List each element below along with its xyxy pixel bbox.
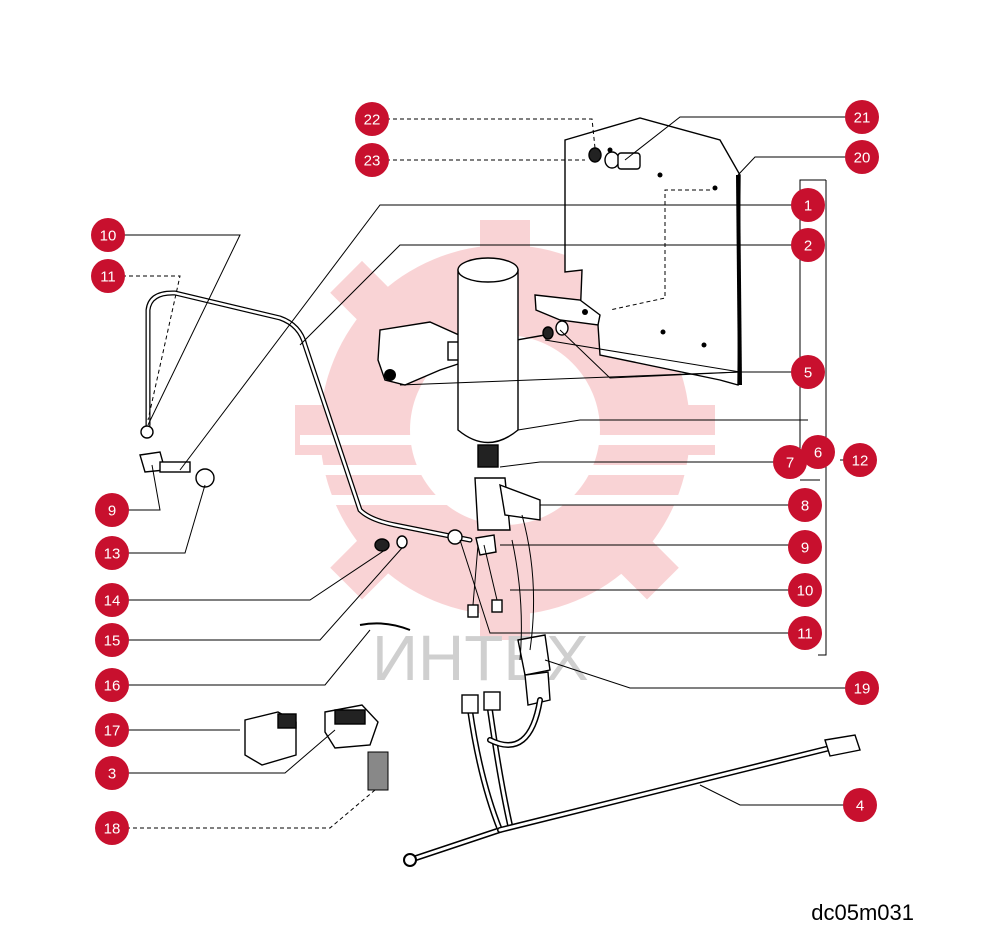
small-wire: [359, 622, 411, 631]
callout-circle: [355, 102, 389, 136]
callout-circle: [843, 443, 877, 477]
callout-number: 14: [104, 593, 121, 610]
callout-7: 7: [773, 445, 807, 479]
callout-circle: [845, 100, 879, 134]
callout-number: 8: [801, 498, 809, 515]
callout-18: 18: [95, 811, 129, 845]
callout-circle: [91, 259, 125, 293]
callout-circle: [773, 445, 807, 479]
callout-number: 16: [104, 678, 121, 695]
callout-circle: [95, 623, 129, 657]
callout-number: 19: [854, 681, 871, 698]
callout-circle: [95, 668, 129, 702]
callout-circle: [791, 355, 825, 389]
callout-number: 22: [364, 112, 381, 129]
callout-19: 19: [845, 671, 879, 705]
watermark-text: ИНТЕХ: [372, 622, 589, 694]
callout-5: 5: [791, 355, 825, 389]
callout-circle: [95, 713, 129, 747]
callout-number: 1: [804, 198, 812, 215]
callout-circle: [355, 143, 389, 177]
callout-number: 10: [100, 228, 117, 245]
bolt-and-washers: [588, 147, 641, 170]
upper-bracket: [534, 294, 601, 326]
callout-20: 20: [845, 140, 879, 174]
rocker-switch: [324, 704, 379, 749]
callout-4: 4: [843, 788, 877, 822]
callout-13: 13: [95, 536, 129, 570]
callout-number: 21: [854, 110, 871, 127]
callout-circle: [845, 140, 879, 174]
callout-circle: [801, 435, 835, 469]
callout-1: 1: [791, 188, 825, 222]
callout-2: 2: [791, 228, 825, 262]
callout-circle: [791, 188, 825, 222]
callout-number: 13: [104, 546, 121, 563]
callout-number: 17: [104, 723, 121, 740]
callout-10a: 10: [91, 218, 125, 252]
label-sticker: [367, 751, 389, 791]
callout-circle: [95, 811, 129, 845]
callout-12: 12: [843, 443, 877, 477]
connector-plug: [517, 634, 551, 706]
leader-lines: [108, 116, 862, 829]
callout-6: 6: [801, 435, 835, 469]
callout-number: 15: [104, 633, 121, 650]
callout-23: 23: [355, 143, 389, 177]
callout-circle: [95, 536, 129, 570]
left-fittings: [139, 425, 215, 488]
callout-circle: [95, 756, 129, 790]
callout-circle: [788, 573, 822, 607]
callout-number: 12: [852, 453, 869, 470]
figure-code: dc05m031: [811, 900, 914, 925]
callout-circle: [843, 788, 877, 822]
callout-22: 22: [355, 102, 389, 136]
mounting-plate: [564, 117, 742, 386]
callout-10b: 10: [788, 573, 822, 607]
callout-circle: [788, 616, 822, 650]
callout-circle: [791, 228, 825, 262]
callout-17: 17: [95, 713, 129, 747]
callout-number: 11: [797, 626, 813, 643]
callout-number: 9: [801, 540, 809, 557]
callout-15: 15: [95, 623, 129, 657]
callout-number: 11: [100, 269, 116, 286]
callout-number: 10: [797, 583, 814, 600]
callout-14: 14: [95, 583, 129, 617]
callout-11a: 11: [91, 259, 125, 293]
callout-number: 2: [804, 238, 812, 255]
callout-number: 7: [786, 455, 794, 472]
middle-fittings: [374, 529, 503, 618]
callout-9b: 9: [788, 530, 822, 564]
callout-number: 9: [108, 503, 116, 520]
callout-circle: [845, 671, 879, 705]
callout-8: 8: [788, 488, 822, 522]
callout-circle: [95, 493, 129, 527]
callout-circle: [95, 583, 129, 617]
callout-number: 20: [854, 150, 871, 167]
fuel-filter-canister: [457, 257, 541, 531]
relay: [244, 711, 297, 766]
callout-number: 6: [814, 445, 822, 462]
callout-number: 18: [104, 821, 121, 838]
callout-number: 5: [804, 365, 812, 382]
callout-3: 3: [95, 756, 129, 790]
callout-16: 16: [95, 668, 129, 702]
callout-number: 23: [364, 153, 381, 170]
callout-circle: [788, 488, 822, 522]
callout-21: 21: [845, 100, 879, 134]
callout-circle: [788, 530, 822, 564]
callout-number: 3: [108, 766, 116, 783]
callout-number: 4: [856, 798, 864, 815]
callout-9a: 9: [95, 493, 129, 527]
fuel-line: [145, 290, 473, 543]
callout-circle: [91, 218, 125, 252]
wire-harness: [403, 514, 861, 867]
callout-11b: 11: [788, 616, 822, 650]
